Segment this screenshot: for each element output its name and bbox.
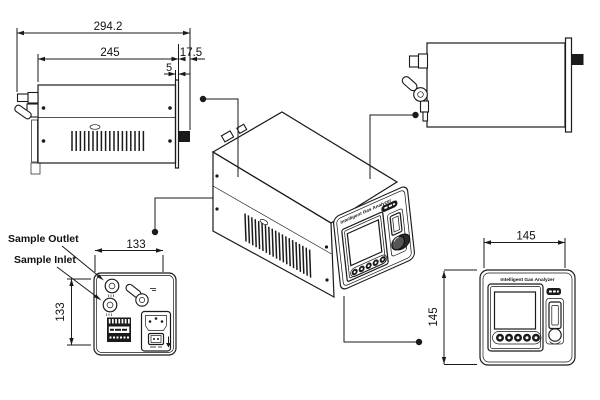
dimension-rear-width: 133 [94,239,164,272]
power-switch [389,212,403,236]
terminal-block [107,317,131,342]
gas-fittings-side [14,91,39,120]
dim-rear-offset-label: 17.5 [180,47,202,59]
rotary-knob [548,328,562,345]
display-screen [493,291,537,330]
front-panel [479,269,576,366]
left-face [212,150,335,299]
leader-dot [199,95,207,103]
display-screen [346,218,383,267]
leader-dot [151,228,159,236]
dimension-17-5: 17.5 [178,47,205,62]
leader-to-right-view [369,114,416,179]
model-badge [546,288,561,295]
gas-fittings-side [401,53,430,122]
panel-flange [333,186,415,290]
dimension-front-height: 145 [428,269,477,365]
front-flange-edge [174,79,180,169]
left-side-view: 294.2 245 17.5 5 [14,21,205,175]
rear-panel [93,272,177,356]
leader-dot [412,111,419,119]
vent-slots [71,131,145,151]
knob-side-profile [571,54,584,65]
screw-icons [215,174,329,282]
rotary-knob [391,233,411,251]
rear-height-label: 133 [55,302,67,321]
side-body [426,42,566,128]
handle-cutout [89,124,101,130]
dim-flange-label: 5 [166,62,172,74]
front-view: Intelligent Gas Analyzer [428,231,576,366]
dim-overall-label: 294.2 [94,21,123,33]
rear-view: Sample Outlet Sample Inlet 133 133 [8,233,177,356]
front-height-label: 145 [428,307,440,326]
switch-knob-group [387,208,407,257]
front-panel-iso: Intelligent Gas Analyzer [333,186,415,290]
leader-to-rear-view [154,197,213,232]
side-edge-strip [31,119,38,163]
rear-width-label: 133 [126,239,145,251]
front-width-label: 145 [516,231,535,243]
power-switch [548,301,562,330]
dim-body-label: 245 [100,47,119,59]
front-flange-edge [564,37,573,133]
case-seam [212,185,332,255]
bottom-bracket [30,162,41,175]
leader-lines [151,95,423,346]
label-leader-lines [56,245,104,301]
leader-to-left-view [203,98,239,177]
panel-title: Intelligent Gas Analyzer [500,277,554,283]
dimension-front-width: 145 [483,231,566,268]
isometric-view: Intelligent Gas Analyzer [211,111,415,299]
iec-socket [145,315,167,331]
ground-symbol-icon [166,336,171,348]
vent-slots [244,213,312,278]
display-bezel [487,283,544,352]
model-badge [381,200,398,212]
display-bezel [341,211,389,282]
button-row [350,254,388,278]
valve-icon [125,283,156,307]
panel-buttons [351,256,386,276]
dimension-rear-height: 133 [55,278,91,346]
dimension-5: 5 [164,62,190,80]
valve-icon [401,76,428,102]
handle-cutout [259,219,269,225]
screw-icons [41,106,172,143]
leader-dot [415,338,423,346]
power-inlet-module [140,310,172,352]
sample-outlet-fitting [104,278,120,297]
power-switch [147,332,165,346]
button-row [492,331,542,345]
dimension-294: 294.2 [16,21,191,130]
sample-inlet-label: Sample Inlet [14,254,76,266]
leader-to-front-view [343,296,419,343]
sample-outlet-label: Sample Outlet [8,233,79,245]
panel-buttons [496,333,540,342]
knob-side-profile [179,131,190,142]
right-side-view [401,37,584,133]
sample-inlet-fitting [102,297,118,316]
dimension-245: 245 [37,44,179,82]
side-body [37,84,177,164]
